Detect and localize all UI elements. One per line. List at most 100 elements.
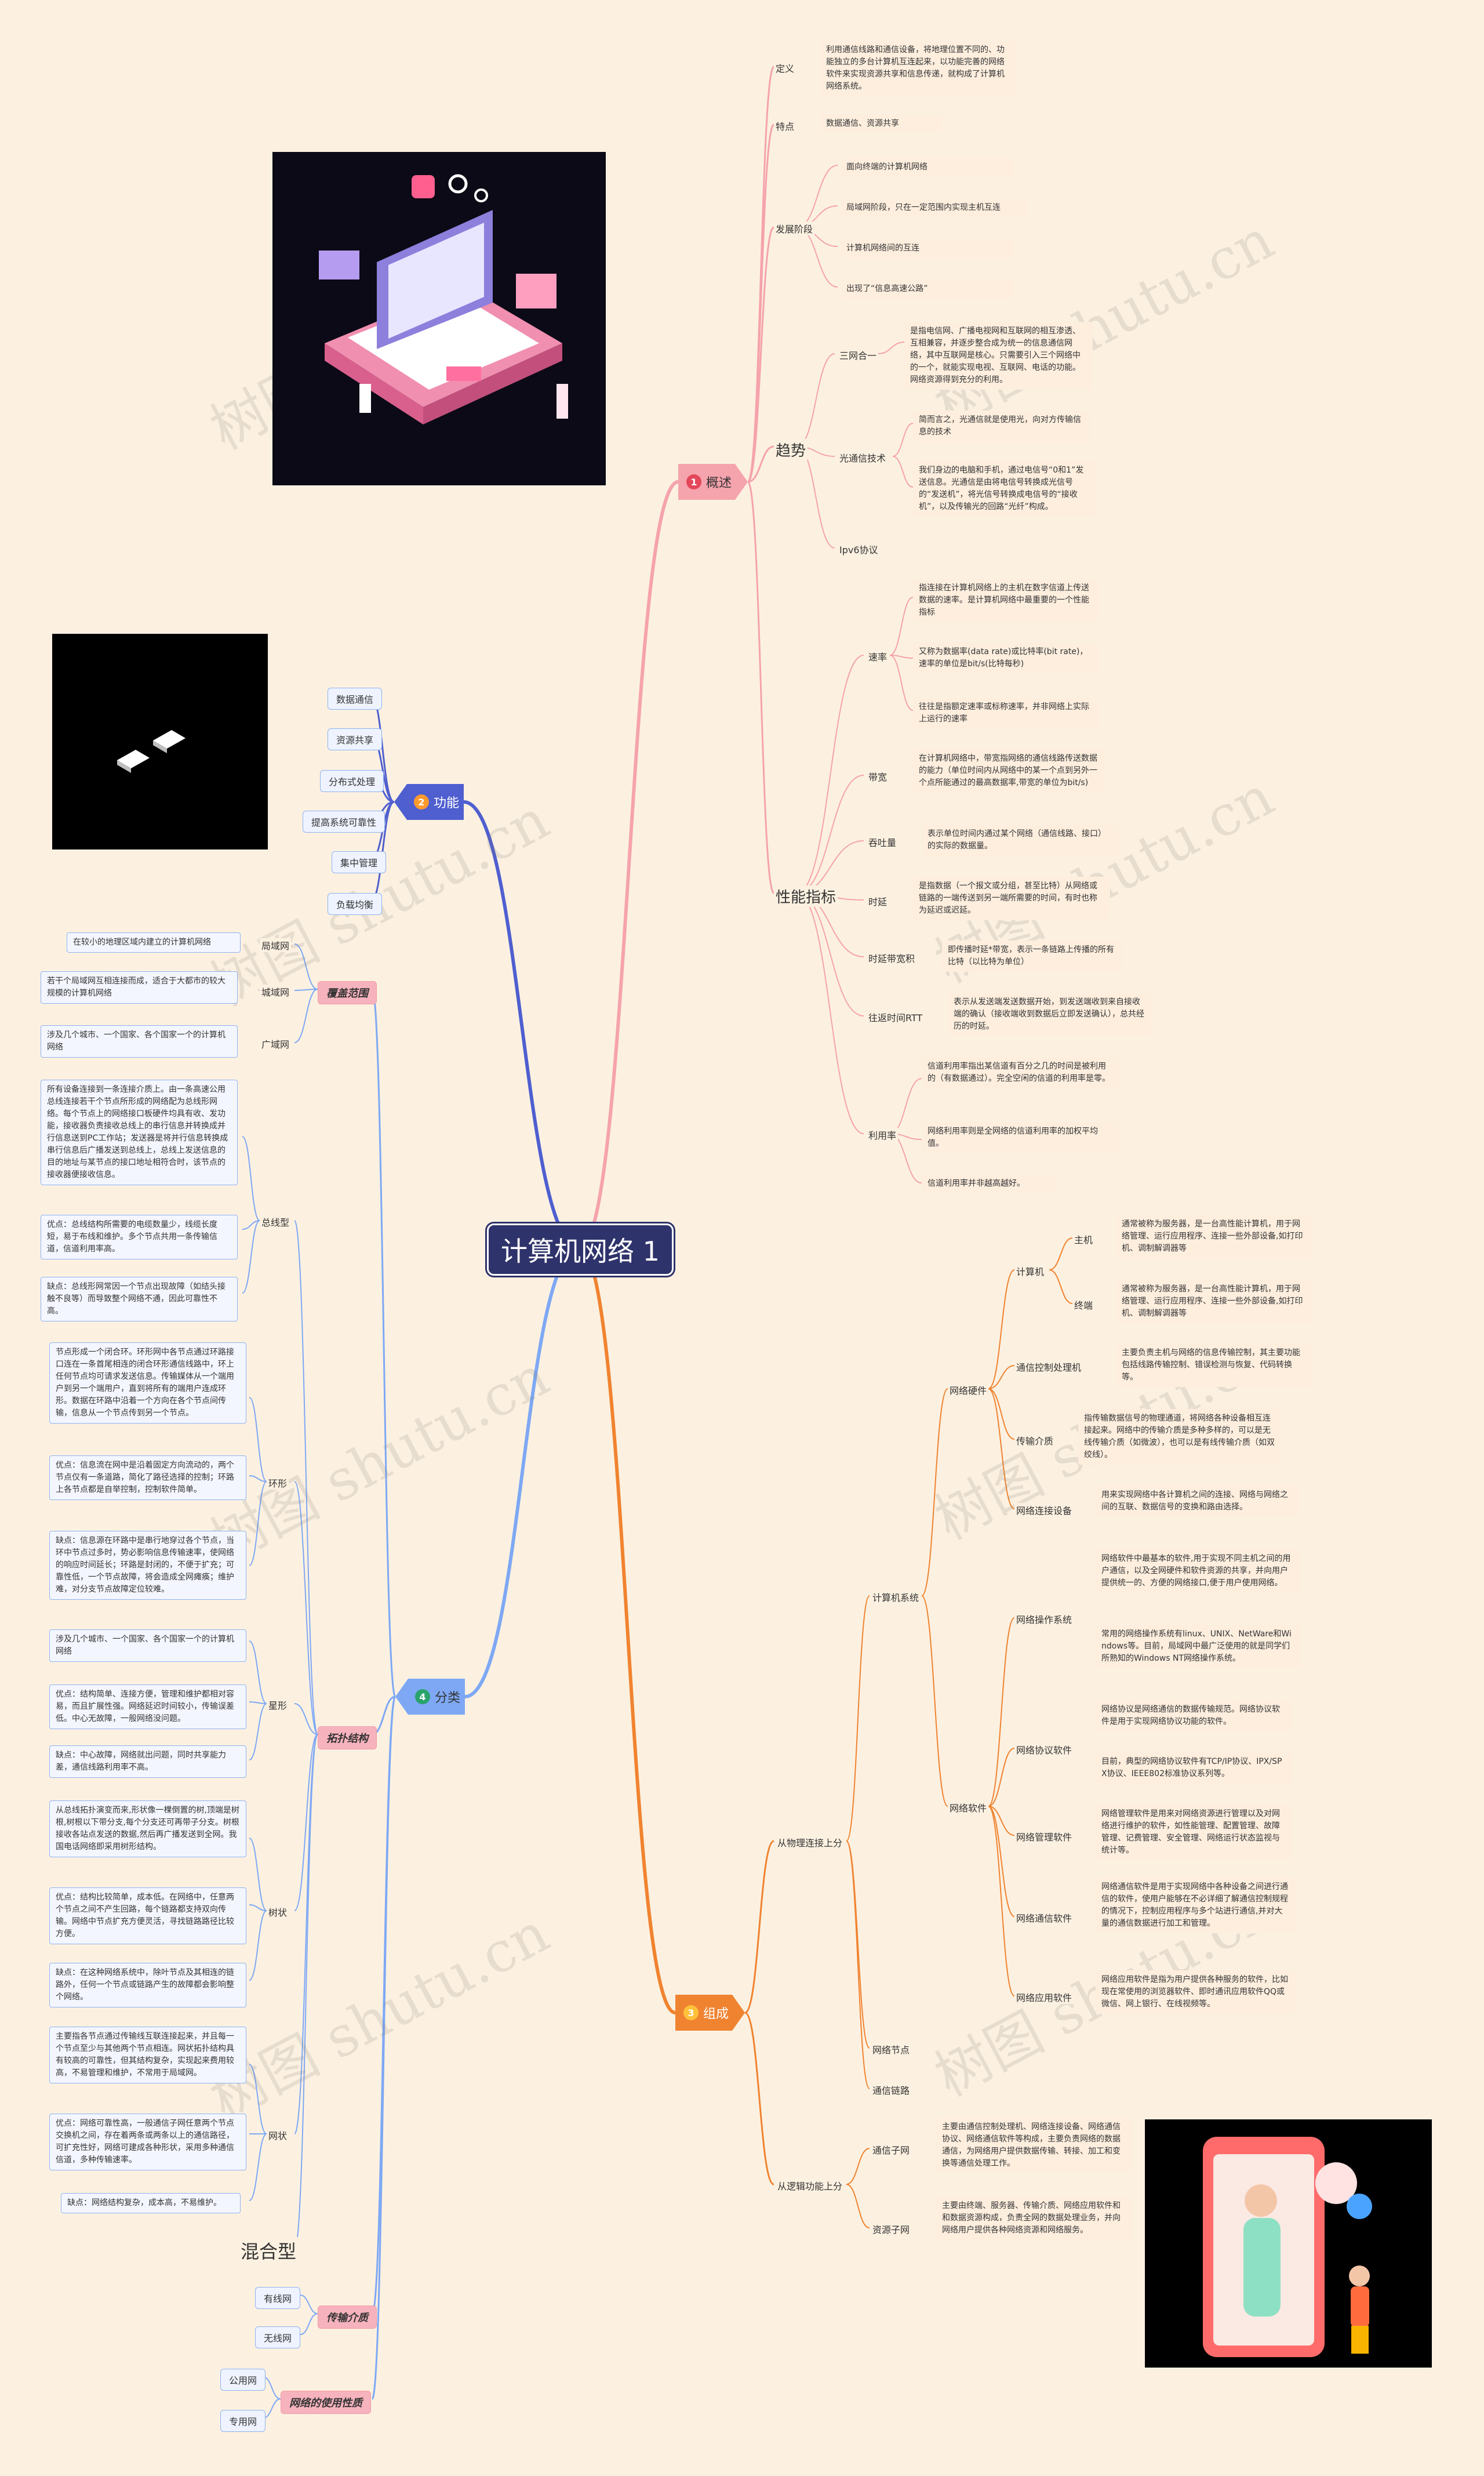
media-text: 指传输数据信号的物理通道，将网络各种设备相互连接起来。网络中的传输介质是多种多样… [1078, 1409, 1281, 1465]
comm-subnet-label[interactable]: 通信子网 [871, 2143, 912, 2156]
mesh-text: 优点：网络可靠性高，一般通信子网任意两个节点交换机之间，存在着两条或两条以上的通… [49, 2114, 246, 2170]
function-item[interactable]: 提高系统可靠性 [303, 811, 385, 833]
connector [747, 66, 775, 483]
tree-label[interactable]: 树状 [267, 1905, 289, 1919]
ipv6-label[interactable]: Ipv6协议 [838, 542, 880, 556]
man-label[interactable]: 城域网 [260, 985, 292, 999]
lan-label[interactable]: 局域网 [260, 938, 292, 952]
mixed-label[interactable]: 混合型 [239, 2237, 299, 2264]
node-label[interactable]: 网络节点 [871, 2042, 912, 2056]
tri-network-label[interactable]: 三网合一 [838, 348, 879, 362]
link-label[interactable]: 通信链路 [871, 2083, 912, 2097]
trend-label[interactable]: 趋势 [774, 439, 808, 460]
wan-label[interactable]: 广域网 [260, 1037, 292, 1051]
connector [892, 423, 914, 457]
function-item[interactable]: 数据通信 [328, 688, 383, 710]
optical-label[interactable]: 光通信技术 [838, 451, 888, 464]
connector [889, 1078, 922, 1134]
rate-text: 指连接在计算机网络上的主机在数字信道上传送数据的速率。是计算机网络中最重要的一个… [913, 579, 1099, 622]
rate-text: 又称为数据率(data rate)或比特率(bit rate)，速率的单位是bi… [913, 642, 1099, 674]
host-label[interactable]: 主机 [1072, 1232, 1095, 1246]
ring-label[interactable]: 环形 [267, 1476, 289, 1490]
connector [846, 1840, 870, 2049]
bdp-label[interactable]: 时延带宽积 [867, 951, 917, 965]
stages-label[interactable]: 发展阶段 [774, 222, 815, 235]
hardware-label[interactable]: 网络硬件 [948, 1383, 989, 1397]
function-item[interactable]: 负载均衡 [328, 893, 383, 915]
connector [294, 989, 318, 1043]
bus-label[interactable]: 总线型 [260, 1215, 292, 1229]
star-label[interactable]: 星形 [267, 1698, 289, 1712]
res-subnet-label[interactable]: 资源子网 [871, 2222, 912, 2236]
connector [796, 165, 838, 228]
branch-overview-shape [678, 464, 748, 500]
wireless-network[interactable]: 无线网 [255, 2326, 301, 2348]
device-label[interactable]: 网络连接设备 [1014, 1503, 1074, 1517]
logical-label[interactable]: 从逻辑功能上分 [776, 2179, 845, 2192]
terminal-label[interactable]: 终端 [1072, 1298, 1095, 1312]
connector [294, 943, 318, 990]
connector [747, 124, 775, 483]
util-label[interactable]: 利用率 [867, 1128, 899, 1142]
medium-tag[interactable]: 传输介质 [318, 2306, 377, 2329]
comm-processor-label[interactable]: 通信控制处理机 [1014, 1360, 1083, 1374]
util-text: 信道利用率并非越高越好。 [922, 1174, 1055, 1193]
physical-label[interactable]: 从物理连接上分 [776, 1835, 845, 1849]
os-label[interactable]: 网络操作系统 [1014, 1612, 1074, 1626]
mesh-text: 缺点：网络结构复杂，成本高，不易维护。 [61, 2193, 241, 2213]
definition-label[interactable]: 定义 [774, 61, 796, 75]
computer-label[interactable]: 计算机 [1014, 1264, 1046, 1278]
function-item[interactable]: 资源共享 [328, 728, 383, 750]
protocol-label[interactable]: 网络协议软件 [1014, 1742, 1074, 1756]
branch-classify-shape [395, 1679, 465, 1715]
throughput-label[interactable]: 吞吐量 [867, 835, 899, 849]
mesh-text: 主要指各节点通过传输线互联连接起来，并且每一个节点至少与其他两个节点相连。网状拓… [49, 2027, 246, 2083]
delay-label[interactable]: 时延 [867, 894, 889, 908]
media-label[interactable]: 传输介质 [1014, 1433, 1056, 1447]
rate-label[interactable]: 速率 [867, 649, 889, 663]
features-label[interactable]: 特点 [774, 119, 796, 133]
connector [371, 1696, 397, 2400]
function-item[interactable]: 分布式处理 [320, 770, 384, 792]
connector [988, 1806, 1015, 1917]
usage-tag[interactable]: 网络的使用性质 [281, 2391, 371, 2414]
perf-label[interactable]: 性能指标 [774, 885, 838, 907]
branch-function-shape [394, 784, 464, 820]
mesh-label[interactable]: 网状 [267, 2128, 289, 2142]
app-software-label[interactable]: 网络应用软件 [1014, 1990, 1074, 2004]
connector [747, 226, 775, 483]
system-label[interactable]: 计算机系统 [871, 1590, 921, 1604]
connector [988, 1365, 1015, 1389]
connector [846, 1840, 870, 2089]
comm-software-label[interactable]: 网络通信软件 [1014, 1911, 1074, 1925]
private-network[interactable]: 专用网 [220, 2410, 266, 2432]
coverage-tag[interactable]: 覆盖范围 [318, 981, 377, 1004]
connector [371, 988, 397, 1698]
optical-text: 我们身边的电脑和手机，通过电信号“0和1”发送信息。光通信是由将电信号转换成光信… [913, 461, 1096, 517]
topology-tag[interactable]: 拓扑结构 [318, 1726, 377, 1749]
device-text: 用来实现网络中各计算机之间的连接、网络与网络之间的互联、数据信号的变换和路由选择… [1096, 1486, 1298, 1517]
features-text: 数据通信、资源共享 [820, 114, 942, 133]
res-subnet-text: 主要由终端、服务器、传输介质、网络应用软件和和数据资源构成，负责全网的数据处理业… [936, 2197, 1133, 2240]
connector [889, 597, 914, 656]
connector [846, 2148, 870, 2185]
branch-label: 概述 [706, 476, 732, 491]
central-topic[interactable]: 计算机网络 1 [487, 1224, 674, 1276]
rtt-label[interactable]: 往返时间RTT [867, 1010, 925, 1024]
bandwidth-label[interactable]: 带宽 [867, 769, 889, 783]
wired-network[interactable]: 有线网 [255, 2287, 301, 2309]
function-item[interactable]: 集中管理 [332, 851, 387, 873]
bdp-text: 即传播时延*带宽，表示一条链路上传播的所有比特（以比特为单位） [942, 941, 1122, 972]
software-label[interactable]: 网络软件 [948, 1800, 989, 1814]
connector [747, 481, 775, 894]
connector [249, 1904, 267, 1911]
mgmt-label[interactable]: 网络管理软件 [1014, 1829, 1074, 1843]
connector [463, 800, 580, 1250]
public-network[interactable]: 公用网 [220, 2369, 266, 2391]
branch-compose-shape [675, 1995, 745, 2031]
